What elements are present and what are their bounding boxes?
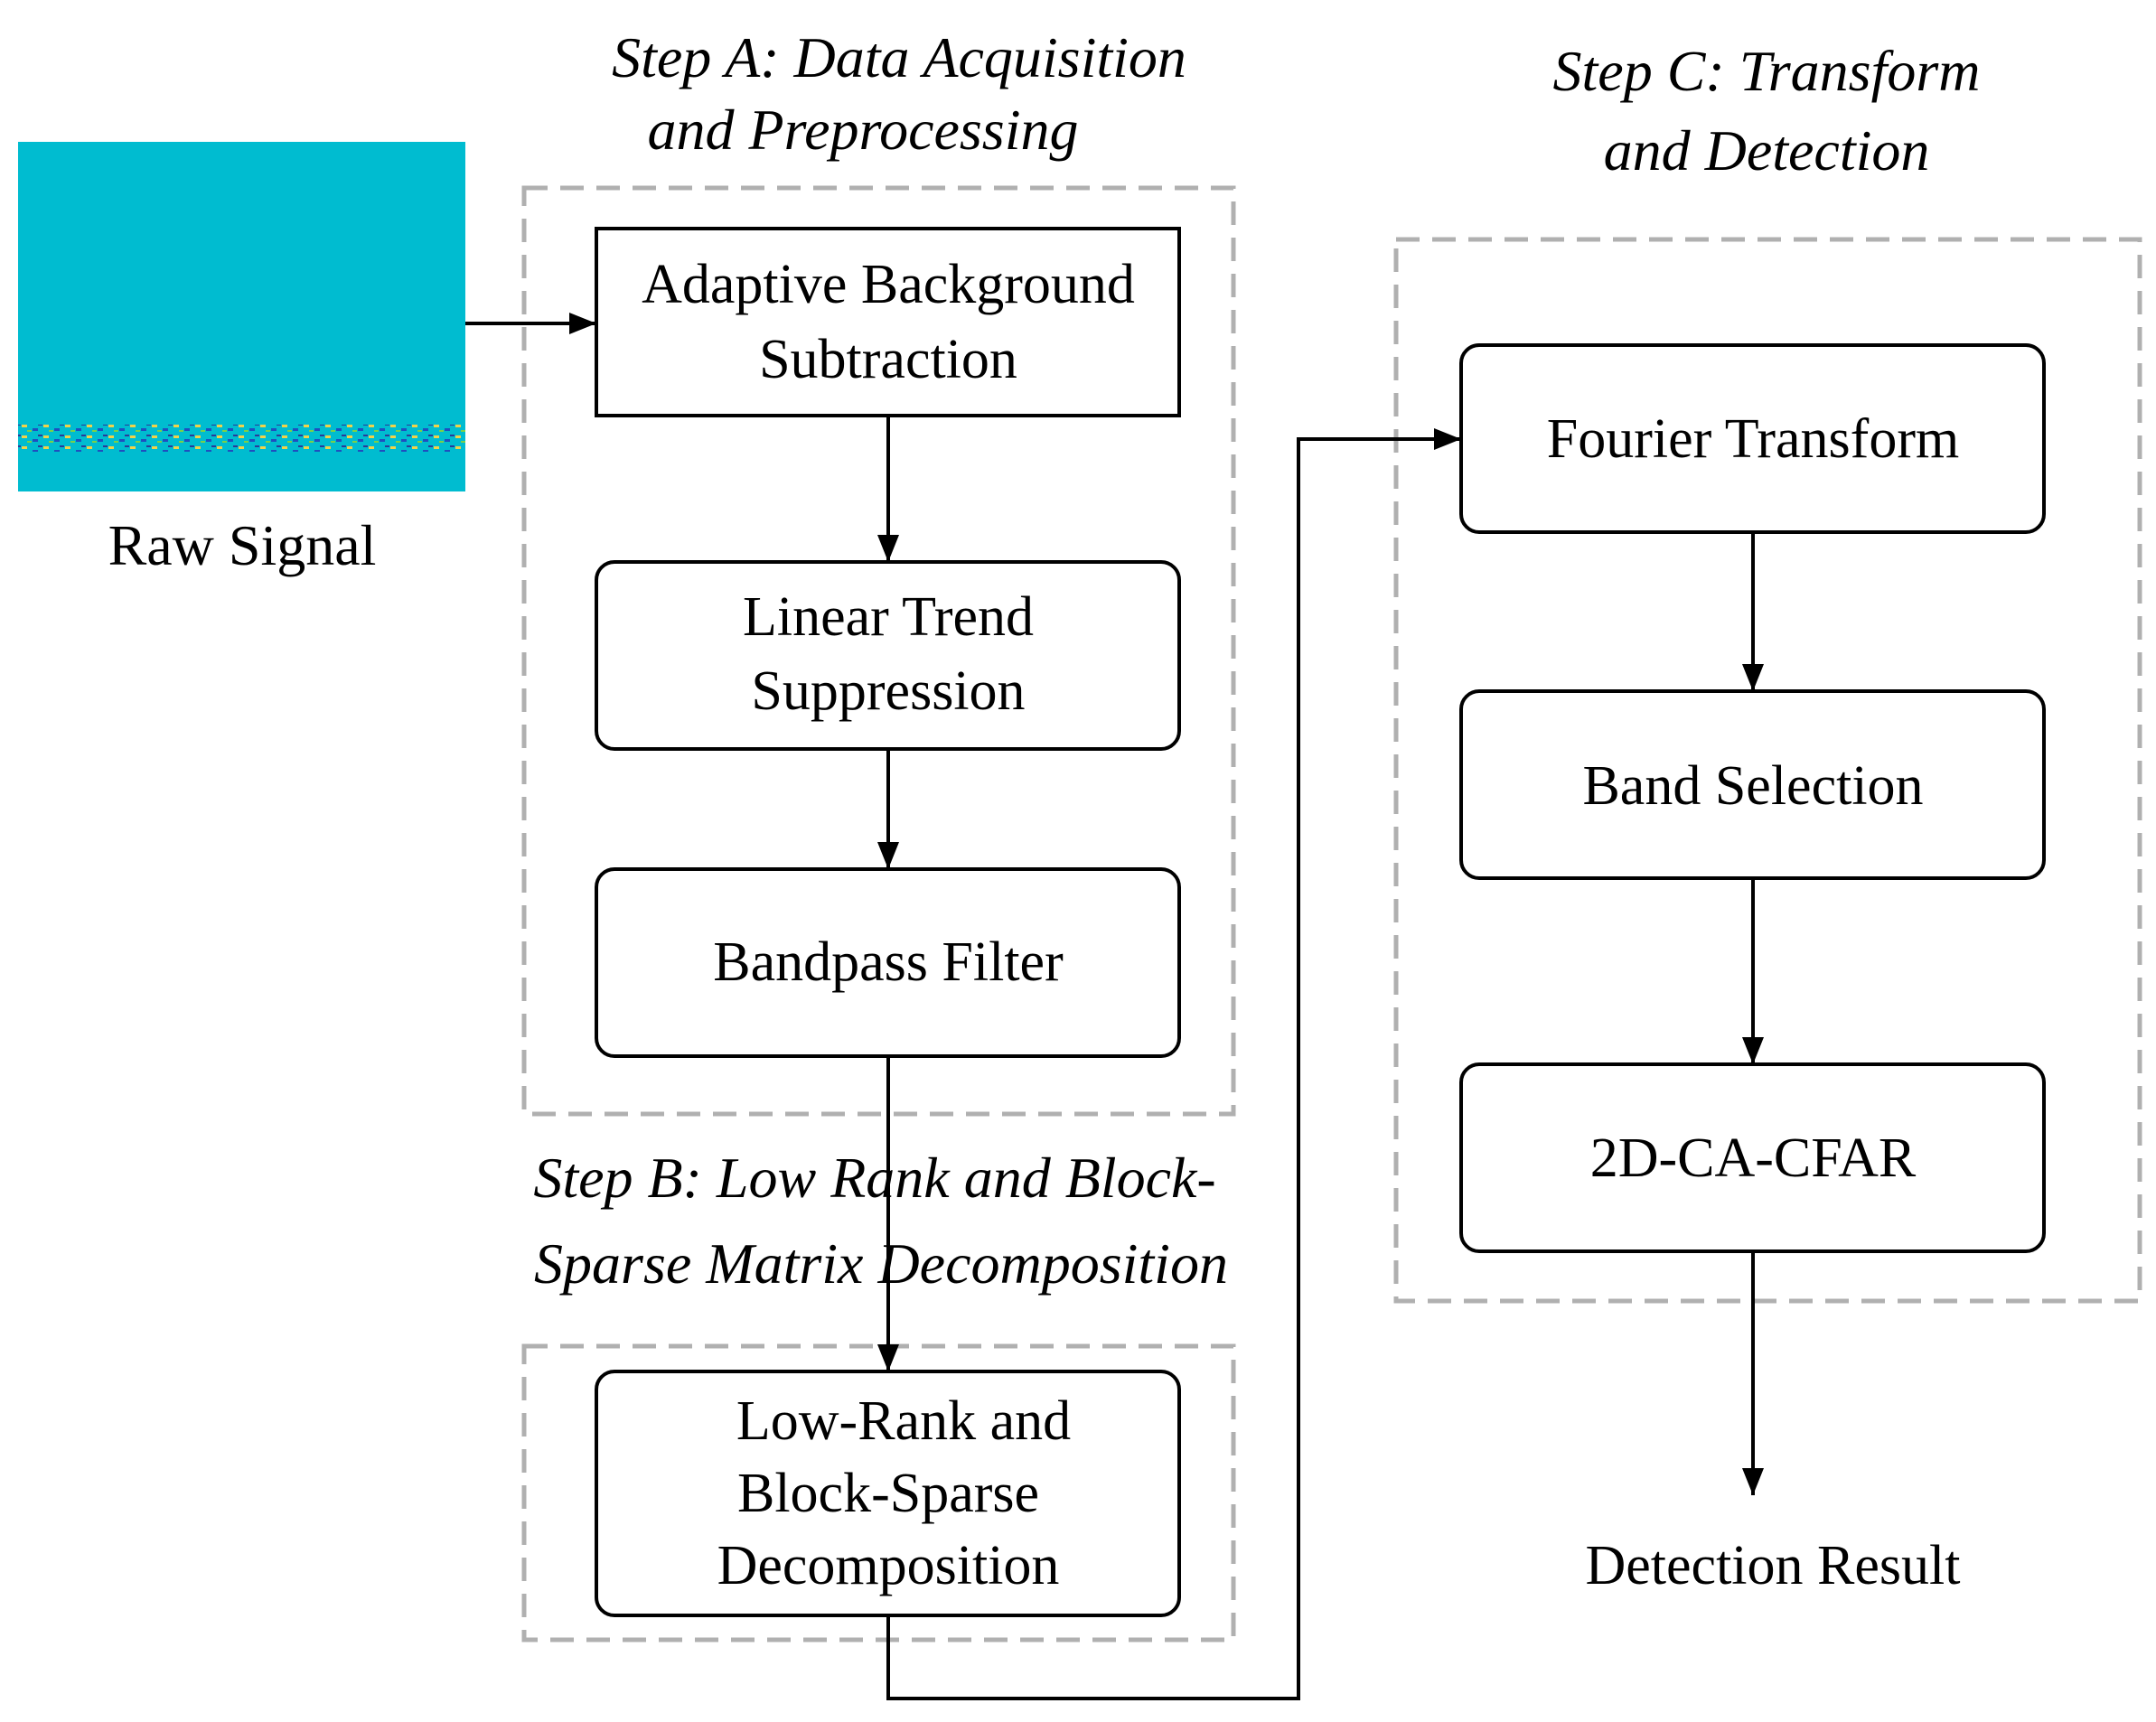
box-adaptive-background-subtraction-frame [595, 227, 1181, 417]
raw-signal-noise-band [18, 425, 465, 452]
raw-signal-label: Raw Signal [108, 513, 377, 577]
box-adaptive-line2: Subtraction [759, 329, 1017, 390]
step-b-title-line1: Step B: Low Rank and Block- [533, 1146, 1215, 1210]
step-c-title-line1: Step C: Transform [1553, 39, 1981, 103]
box-2d-ca-cfar: 2D-CA-CFAR [1459, 1062, 2046, 1253]
step-a-title-line1: Step A: Data Acquisition [612, 25, 1186, 89]
step-a-group [521, 185, 1236, 1117]
step-c-title-line2: and Detection [1604, 118, 1930, 182]
arrow-lowrank-to-fourier [886, 428, 1461, 1700]
step-c-title: Step C: Transform and Detection [1553, 39, 1981, 182]
box-fourier-transform: Fourier Transform [1459, 343, 2046, 534]
box-band-selection: Band Selection [1459, 689, 2046, 880]
box-bandpass-line1: Bandpass Filter [713, 931, 1064, 993]
detection-result-label: Detection Result [1586, 1535, 1961, 1596]
box-linear-trend-line2: Suppression [751, 660, 1025, 722]
step-c-group [1393, 237, 2142, 1304]
box-adaptive-background-subtraction: Adaptive Background Subtraction [595, 227, 1181, 417]
step-a-title: Step A: Data Acquisition and Preprocessi… [612, 25, 1186, 162]
box-low-rank-line2: Block-Sparse [737, 1463, 1039, 1524]
box-bandpass-filter: Bandpass Filter [595, 867, 1181, 1058]
box-adaptive-line1: Adaptive Background [642, 254, 1135, 315]
box-low-rank-line1: Low-Rank and [736, 1390, 1071, 1452]
box-low-rank-block-sparse-decomposition: Low-Rank and Block-Sparse Decomposition [595, 1370, 1181, 1617]
box-band-selection-line1: Band Selection [1582, 755, 1923, 817]
box-fourier-line1: Fourier Transform [1547, 408, 1959, 470]
step-b-title-line2: Sparse Matrix Decomposition [534, 1231, 1228, 1296]
box-linear-trend-suppression: Linear Trend Suppression [595, 560, 1181, 751]
step-a-title-line2: and Preprocessing [648, 98, 1079, 162]
box-cfar-line1: 2D-CA-CFAR [1590, 1128, 1917, 1189]
box-low-rank-line3: Decomposition [717, 1535, 1060, 1596]
step-b-title: Step B: Low Rank and Block- Sparse Matri… [533, 1146, 1228, 1296]
raw-signal-image [18, 142, 465, 491]
box-linear-trend-line1: Linear Trend [743, 586, 1034, 648]
step-b-group [521, 1343, 1236, 1642]
